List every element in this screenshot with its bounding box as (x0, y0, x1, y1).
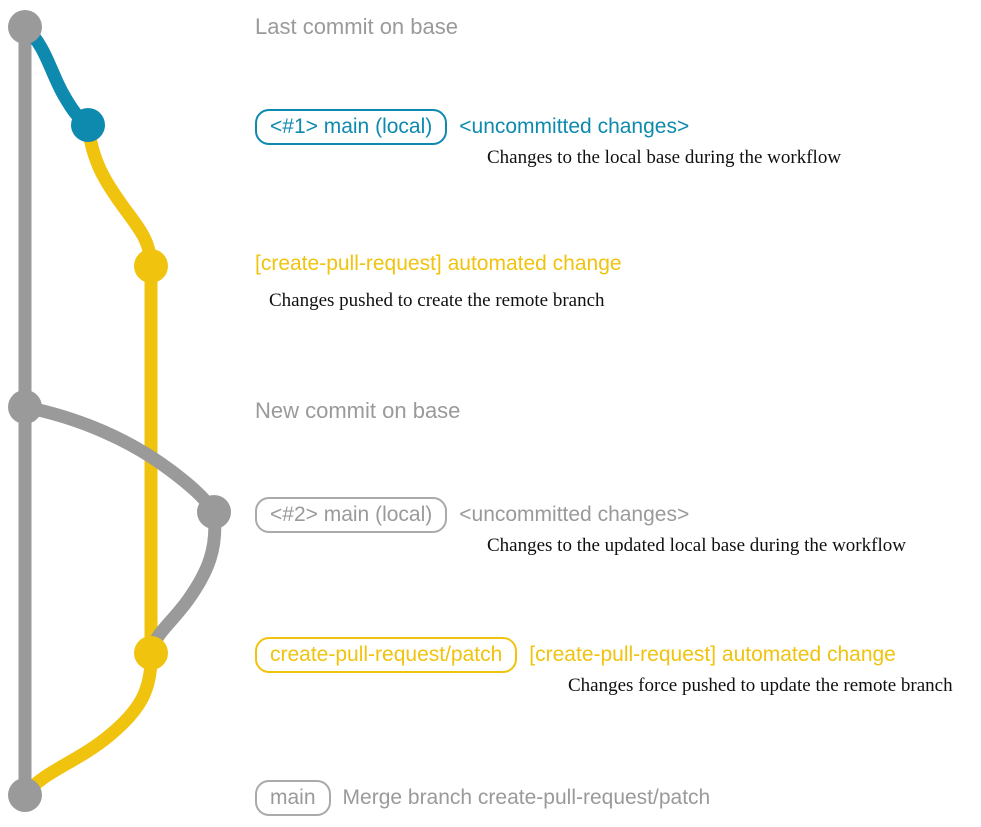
node-base-head (8, 10, 42, 44)
heading-new-commit-on-base: New commit on base (255, 398, 461, 423)
ref-badge-main[interactable]: main (255, 780, 331, 816)
node-merge-commit (8, 778, 42, 812)
node-remote-commit-1 (134, 249, 168, 283)
commit-subject-merge: Merge branch create-pull-request/patch (342, 786, 711, 809)
commit-subject-local-1: <uncommitted changes> (459, 115, 690, 138)
commit-nodes (8, 10, 231, 812)
node-remote-commit-2 (134, 636, 168, 670)
edge-base-to-local1 (18, 20, 95, 132)
row-remote-commit-1: [create-pull-request] automated change (255, 253, 622, 274)
commit-note-remote-2: Changes force pushed to update the remot… (568, 675, 953, 696)
node-base-commit-2 (8, 390, 42, 424)
commit-note-local-2: Changes to the updated local base during… (487, 535, 906, 556)
row-remote-commit-2: create-pull-request/patch [create-pull-r… (255, 637, 896, 673)
commit-note-local-1: Changes to the local base during the wor… (487, 147, 842, 168)
commit-note-remote-1: Changes pushed to create the remote bran… (269, 290, 605, 311)
row-local-commit-2: <#2> main (local) <uncommitted changes> (255, 497, 689, 533)
edge-local1-to-remote1 (81, 118, 158, 273)
commit-subject-remote-2: [create-pull-request] automated change (529, 643, 896, 666)
heading-last-commit-on-base: Last commit on base (255, 14, 458, 39)
ref-badge-local-2[interactable]: <#2> main (local) (255, 497, 448, 533)
ref-badge-remote-branch[interactable]: create-pull-request/patch (255, 637, 518, 673)
row-local-commit-1: <#1> main (local) <uncommitted changes> (255, 109, 689, 145)
edge-local2-to-remote2 (144, 505, 222, 660)
row-merge-commit: main Merge branch create-pull-request/pa… (255, 780, 710, 816)
commit-subject-local-2: <uncommitted changes> (459, 503, 690, 526)
edge-remote2-to-merge (18, 646, 158, 802)
node-local-commit-1 (71, 108, 105, 142)
commit-subject-remote-1: [create-pull-request] automated change (255, 252, 622, 275)
node-local-commit-2 (197, 495, 231, 529)
ref-badge-local-1[interactable]: <#1> main (local) (255, 109, 448, 145)
edge-base2-to-local2 (18, 400, 221, 519)
